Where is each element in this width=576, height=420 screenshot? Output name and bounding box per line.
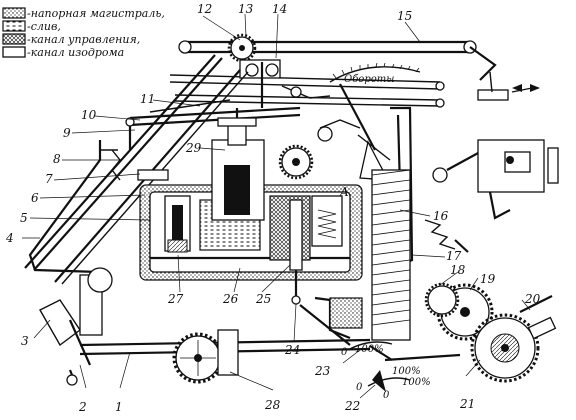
legend-label-pressure: -напорная магистраль, [27, 7, 165, 20]
scale-0-upper: 0 [341, 347, 348, 358]
gear-28 [172, 329, 239, 384]
label-28: 28 [264, 398, 281, 412]
label-8: 8 [53, 152, 61, 166]
label-18: 18 [450, 263, 466, 277]
lower-linkage [39, 267, 371, 386]
label-9: 9 [63, 126, 71, 140]
dial-label: Обороты [344, 74, 394, 85]
servo-tower [211, 108, 265, 221]
scale-0-mid: 0 [356, 382, 363, 393]
label-7: 7 [45, 172, 53, 186]
label-23: 23 [314, 364, 331, 378]
label-5: 5 [20, 211, 28, 225]
legend-label-drain: -слив, [27, 20, 61, 33]
label-21: 21 [459, 397, 475, 411]
label-17: 17 [446, 249, 462, 263]
label-14: 14 [272, 2, 287, 16]
legend-swatch-isodrome [2, 46, 26, 58]
label-10: 10 [81, 108, 97, 122]
lever-system [125, 99, 301, 150]
gear-train-right [424, 282, 557, 383]
label-27: 27 [167, 292, 184, 306]
detail-inset [432, 139, 559, 220]
legend-swatch-pressure [2, 7, 26, 19]
legend-swatch-drain [2, 20, 26, 32]
label-2: 2 [78, 400, 87, 414]
label-16: 16 [433, 209, 449, 223]
legend: -напорная магистраль, -слив, -канал упра… [2, 7, 165, 59]
scale-100-mid: 100% [392, 366, 421, 377]
label-4: 4 [5, 231, 14, 245]
label-19: 19 [480, 272, 496, 286]
label-6: 6 [31, 191, 39, 205]
label-12: 12 [197, 2, 212, 16]
scale-marks: 0 100% 0 100% 0 100% [341, 344, 431, 401]
label-11: 11 [140, 92, 155, 106]
gear-13 [227, 33, 257, 63]
leader-lines [22, 13, 531, 399]
label-20: 20 [524, 292, 541, 306]
label-26: 26 [222, 292, 239, 306]
upper-rails [169, 74, 445, 108]
scale-100-low: 100% [402, 377, 431, 388]
label-1: 1 [115, 400, 123, 414]
label-15: 15 [397, 9, 412, 23]
label-29: 29 [185, 141, 202, 155]
drive-gear [278, 144, 314, 180]
legend-label-isodrome: -канал изодрома [27, 46, 124, 59]
label-a: A [339, 185, 349, 199]
label-24: 24 [284, 343, 300, 357]
scale-0-low: 0 [383, 390, 390, 401]
left-frame [28, 140, 169, 274]
legend-swatch-control [2, 33, 26, 45]
flyweight-head [239, 59, 331, 108]
label-13: 13 [238, 2, 254, 16]
label-25: 25 [255, 292, 271, 306]
scale-100-upper: 100% [355, 344, 384, 355]
callout-labels: 12 13 14 15 11 10 9 29 8 7 6 5 4 A 16 17… [5, 2, 541, 414]
label-22: 22 [344, 399, 360, 413]
right-column [317, 106, 469, 341]
legend-label-control: -канал управления, [27, 33, 140, 46]
label-3: 3 [21, 334, 29, 348]
scales-bottom [347, 341, 461, 392]
